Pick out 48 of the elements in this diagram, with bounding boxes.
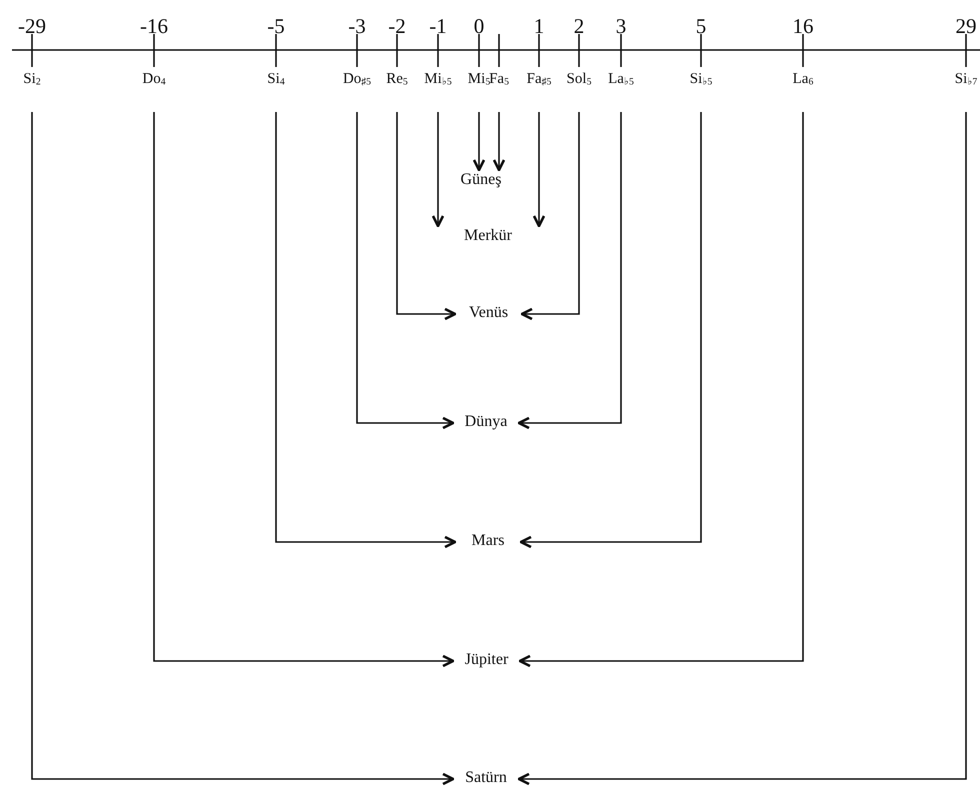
tick-value: -5 [267,14,285,38]
note-label: Mi$_{♭5}$ [424,70,452,88]
planet-label: Merkür [464,226,512,246]
arrow [518,112,622,430]
note-label: Re$_{5}$ [386,70,408,88]
note-label: La$_{6}$ [792,70,814,88]
note-label: Si$_{2}$ [23,70,41,88]
tick-value: 3 [616,14,626,38]
planet-label: Jüpiter [464,650,508,670]
arrow [396,112,456,320]
planet-label: Mars [472,531,504,551]
arrow [492,112,506,172]
note-label: Do$_{4}$ [142,70,166,88]
tick-value: 29 [956,14,976,38]
tick-value: 1 [534,14,544,38]
note-label: Fa$_{5}$ [489,70,509,88]
arrow [153,112,454,668]
note-label: Fa$_{♯5}$ [526,70,552,88]
tick-value: -16 [140,14,168,38]
arrow [275,112,456,548]
arrow [472,112,486,172]
arrow [520,112,580,320]
note-label: Si$_{4}$ [267,70,285,88]
arrow [31,112,454,786]
note-label: Do$_{♯5}$ [342,70,372,88]
arrow [356,112,454,430]
planet-label: Dünya [464,412,508,432]
tick-value: -1 [429,14,447,38]
planet-label: Satürn [465,768,507,788]
arrow [532,112,546,228]
note-label: Sol$_{5}$ [566,70,592,88]
tick-value: 0 [474,14,484,38]
tick-value: 2 [574,14,584,38]
tick-value: -2 [388,14,406,38]
tick-value: -29 [18,14,46,38]
note-label: La$_{♭5}$ [608,70,634,88]
arrow [518,112,967,786]
tick-value: -3 [348,14,366,38]
tick-value: 5 [696,14,706,38]
planet-label: Güneş [460,170,502,190]
tick-value: 16 [792,14,814,38]
note-label: Mi$_{5}$ [468,70,490,88]
note-label: Si$_{♭5}$ [690,70,712,88]
arrow [432,112,444,228]
arrow [518,112,804,668]
note-label: Si$_{♭7}$ [954,70,978,88]
planet-label: Venüs [468,303,508,323]
arrow [520,112,702,548]
